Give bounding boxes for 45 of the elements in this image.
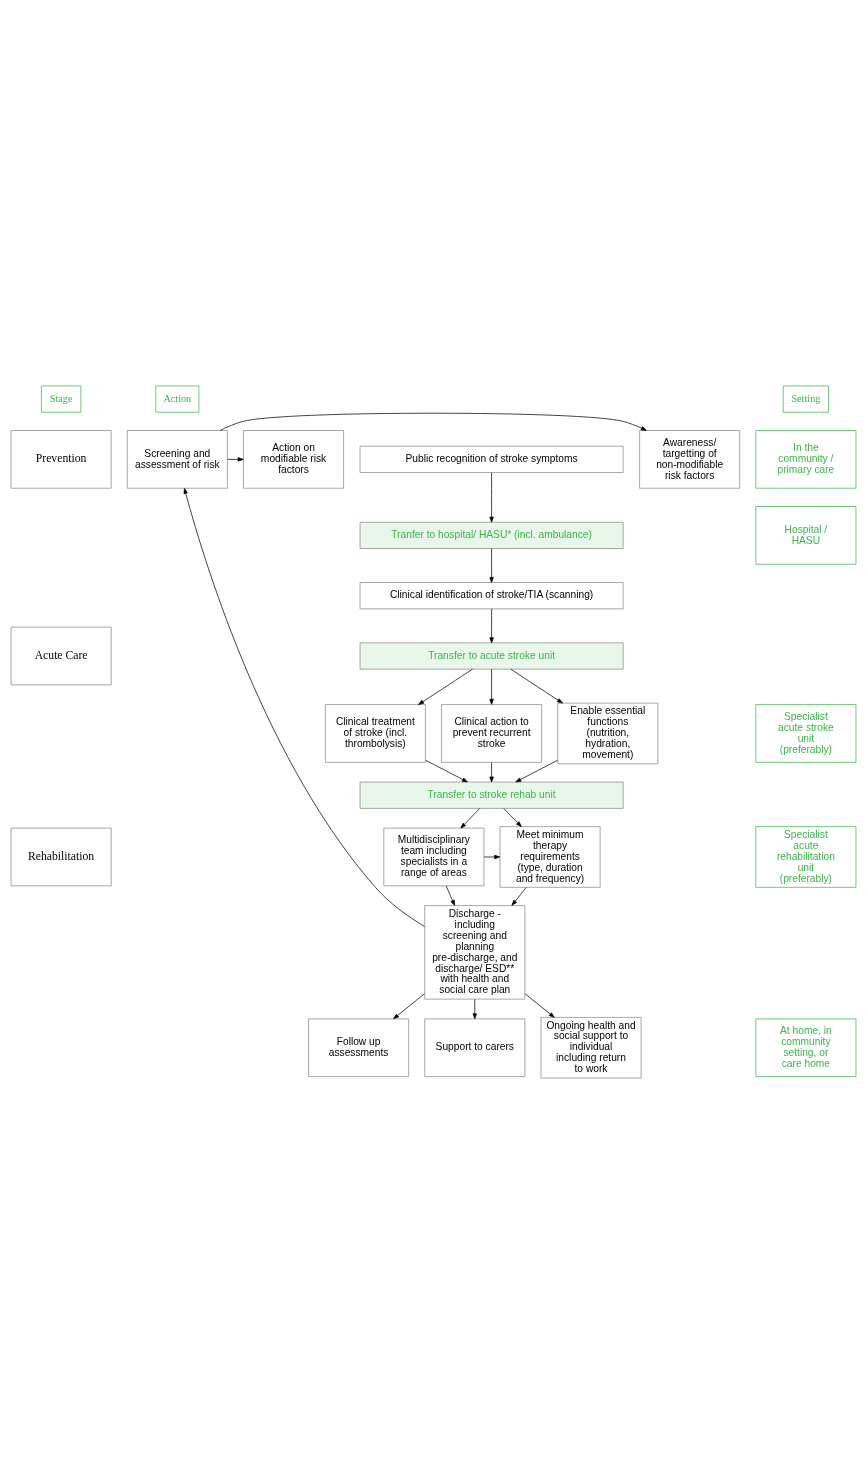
arrow [489,608,494,643]
node-box: Clinical identification of stroke/TIA (scanning) [359,581,624,609]
node-box: Awareness/ targetting of non-modifiable risk factors [639,429,741,489]
arrow [489,668,494,705]
arrow [503,807,522,827]
node-box: Transfer to acute stroke unit [359,641,624,669]
arrow [445,885,455,906]
arrow [219,412,647,431]
arrow [483,854,501,859]
node-box: Hospital / HASU [755,505,857,565]
node-box: Rehabilitation [10,827,112,886]
node-box: Enable essential functions (nutrition, hydration, movement) [557,702,659,764]
node-box: Meet minimum therapy requirements (type, duration and frequency) [499,825,601,888]
node-box: Acute Care [10,626,112,685]
node-box: Stage [41,385,82,413]
node-box: Discharge - including screening and planning pre-discharge, and discharge/ ESD** with health and social care plan [424,904,526,999]
node-box: Action on modifiable risk factors [243,429,344,489]
node-box: Setting [782,385,829,413]
arrow [489,761,494,782]
arrow [511,886,527,906]
node-box: Specialist acute rehabilitation unit (preferably) [755,825,857,888]
arrow [472,998,477,1019]
arrow [460,807,480,828]
node-box: Multidisciplinary team including specialists in a range of areas [383,827,485,886]
node-box: Transfer to stroke rehab unit [359,781,624,809]
arrow [393,992,425,1019]
arrow [227,456,244,462]
node-box: Public recognition of stroke symptoms [359,445,624,473]
node-box: Screening and assessment of risk [126,429,228,489]
node-box: In the community / primary care [755,429,857,489]
node-box: Clinical treatment of stroke (incl. thrombolysis) [324,703,426,763]
node-box: Support to carers [424,1018,526,1077]
node-box: Ongoing health and social support to individual including return to work [540,1016,642,1078]
arrow [524,992,555,1018]
arrow [510,668,563,703]
arrow [418,668,473,705]
node-box: Action [155,385,200,413]
arrow [489,547,494,583]
node-box: Clinical action to prevent recurrent stroke [441,703,543,763]
node-box: Prevention [10,429,112,489]
node-box: Follow up assessments [308,1018,409,1077]
node-box: At home, in community setting, or care home [755,1018,857,1077]
node-box: Specialist acute stroke unit (preferably) [755,703,857,763]
arrow [489,471,494,523]
node-box: Tranfer to hospital/ HASU* (incl. ambulance) [359,521,624,549]
